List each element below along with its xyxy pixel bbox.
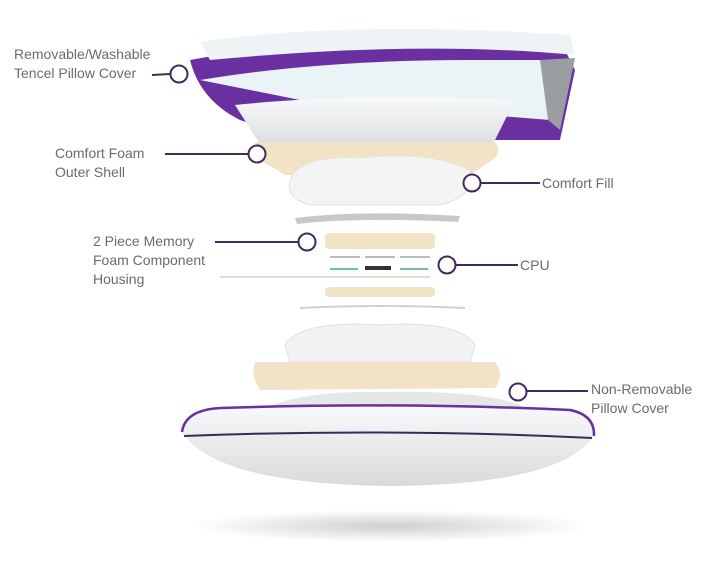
label-line: Foam Component xyxy=(93,252,206,268)
label-line: Housing xyxy=(93,271,145,287)
label-memory-foam: 2 Piece Memory Foam Component Housing xyxy=(93,232,205,289)
label-line: Tencel Pillow Cover xyxy=(14,65,137,81)
shadow xyxy=(190,510,590,542)
label-cpu: CPU xyxy=(520,256,550,275)
label-comfort-fill: Comfort Fill xyxy=(542,174,614,193)
callout-ring-cpu xyxy=(437,255,457,275)
non-removable-pillow-cover xyxy=(180,404,596,486)
label-tencel-cover: Removable/Washable Tencel Pillow Cover xyxy=(14,45,150,83)
label-comfort-foam: Comfort Foam Outer Shell xyxy=(55,144,144,182)
label-line: Comfort Fill xyxy=(542,175,614,191)
label-line: Removable/Washable xyxy=(14,46,151,62)
callout-ring-non-removable xyxy=(508,382,528,402)
label-line: Comfort Foam xyxy=(55,145,145,161)
callout-ring-tencel xyxy=(169,64,189,84)
comfort-fill xyxy=(288,155,472,206)
callout-ring-comfort-fill xyxy=(462,173,482,193)
label-line: Pillow Cover xyxy=(591,400,669,416)
label-non-removable-cover: Non-Removable Pillow Cover xyxy=(591,380,692,418)
inner-cover-layer xyxy=(235,96,515,152)
label-line: CPU xyxy=(520,257,550,273)
lower-foam-liner xyxy=(299,305,466,309)
label-line: 2 Piece Memory xyxy=(93,233,195,249)
callout-ring-memory-foam xyxy=(297,232,317,252)
label-line: Non-Removable xyxy=(591,381,693,397)
cpu-stack xyxy=(220,213,460,297)
lower-foam-shell xyxy=(253,362,500,390)
lower-comfort-fill xyxy=(284,323,476,363)
label-line: Outer Shell xyxy=(55,164,126,180)
callout-ring-comfort-foam xyxy=(247,144,267,164)
